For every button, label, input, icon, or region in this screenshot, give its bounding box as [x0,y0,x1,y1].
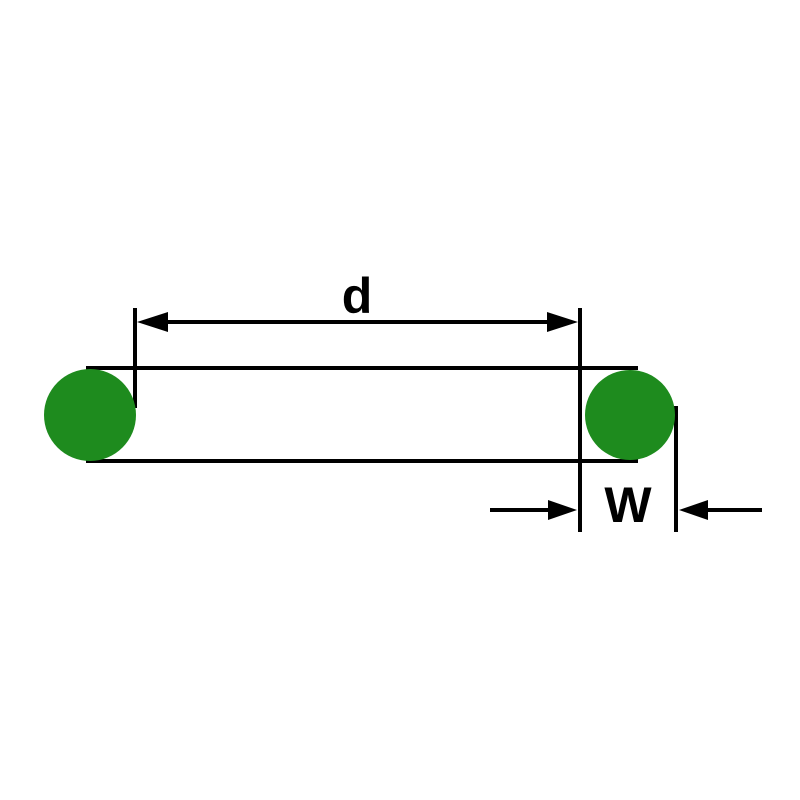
d-arrowhead-right-icon [547,312,578,332]
oring-right-cross-section [585,370,675,460]
d-arrowhead-left-icon [137,312,168,332]
w-arrowhead-right-icon [679,500,708,520]
d-dimension-label: d [342,268,373,324]
oring-left-cross-section [44,369,136,461]
w-dimension-label: W [604,477,652,533]
w-arrowhead-left-icon [548,500,577,520]
